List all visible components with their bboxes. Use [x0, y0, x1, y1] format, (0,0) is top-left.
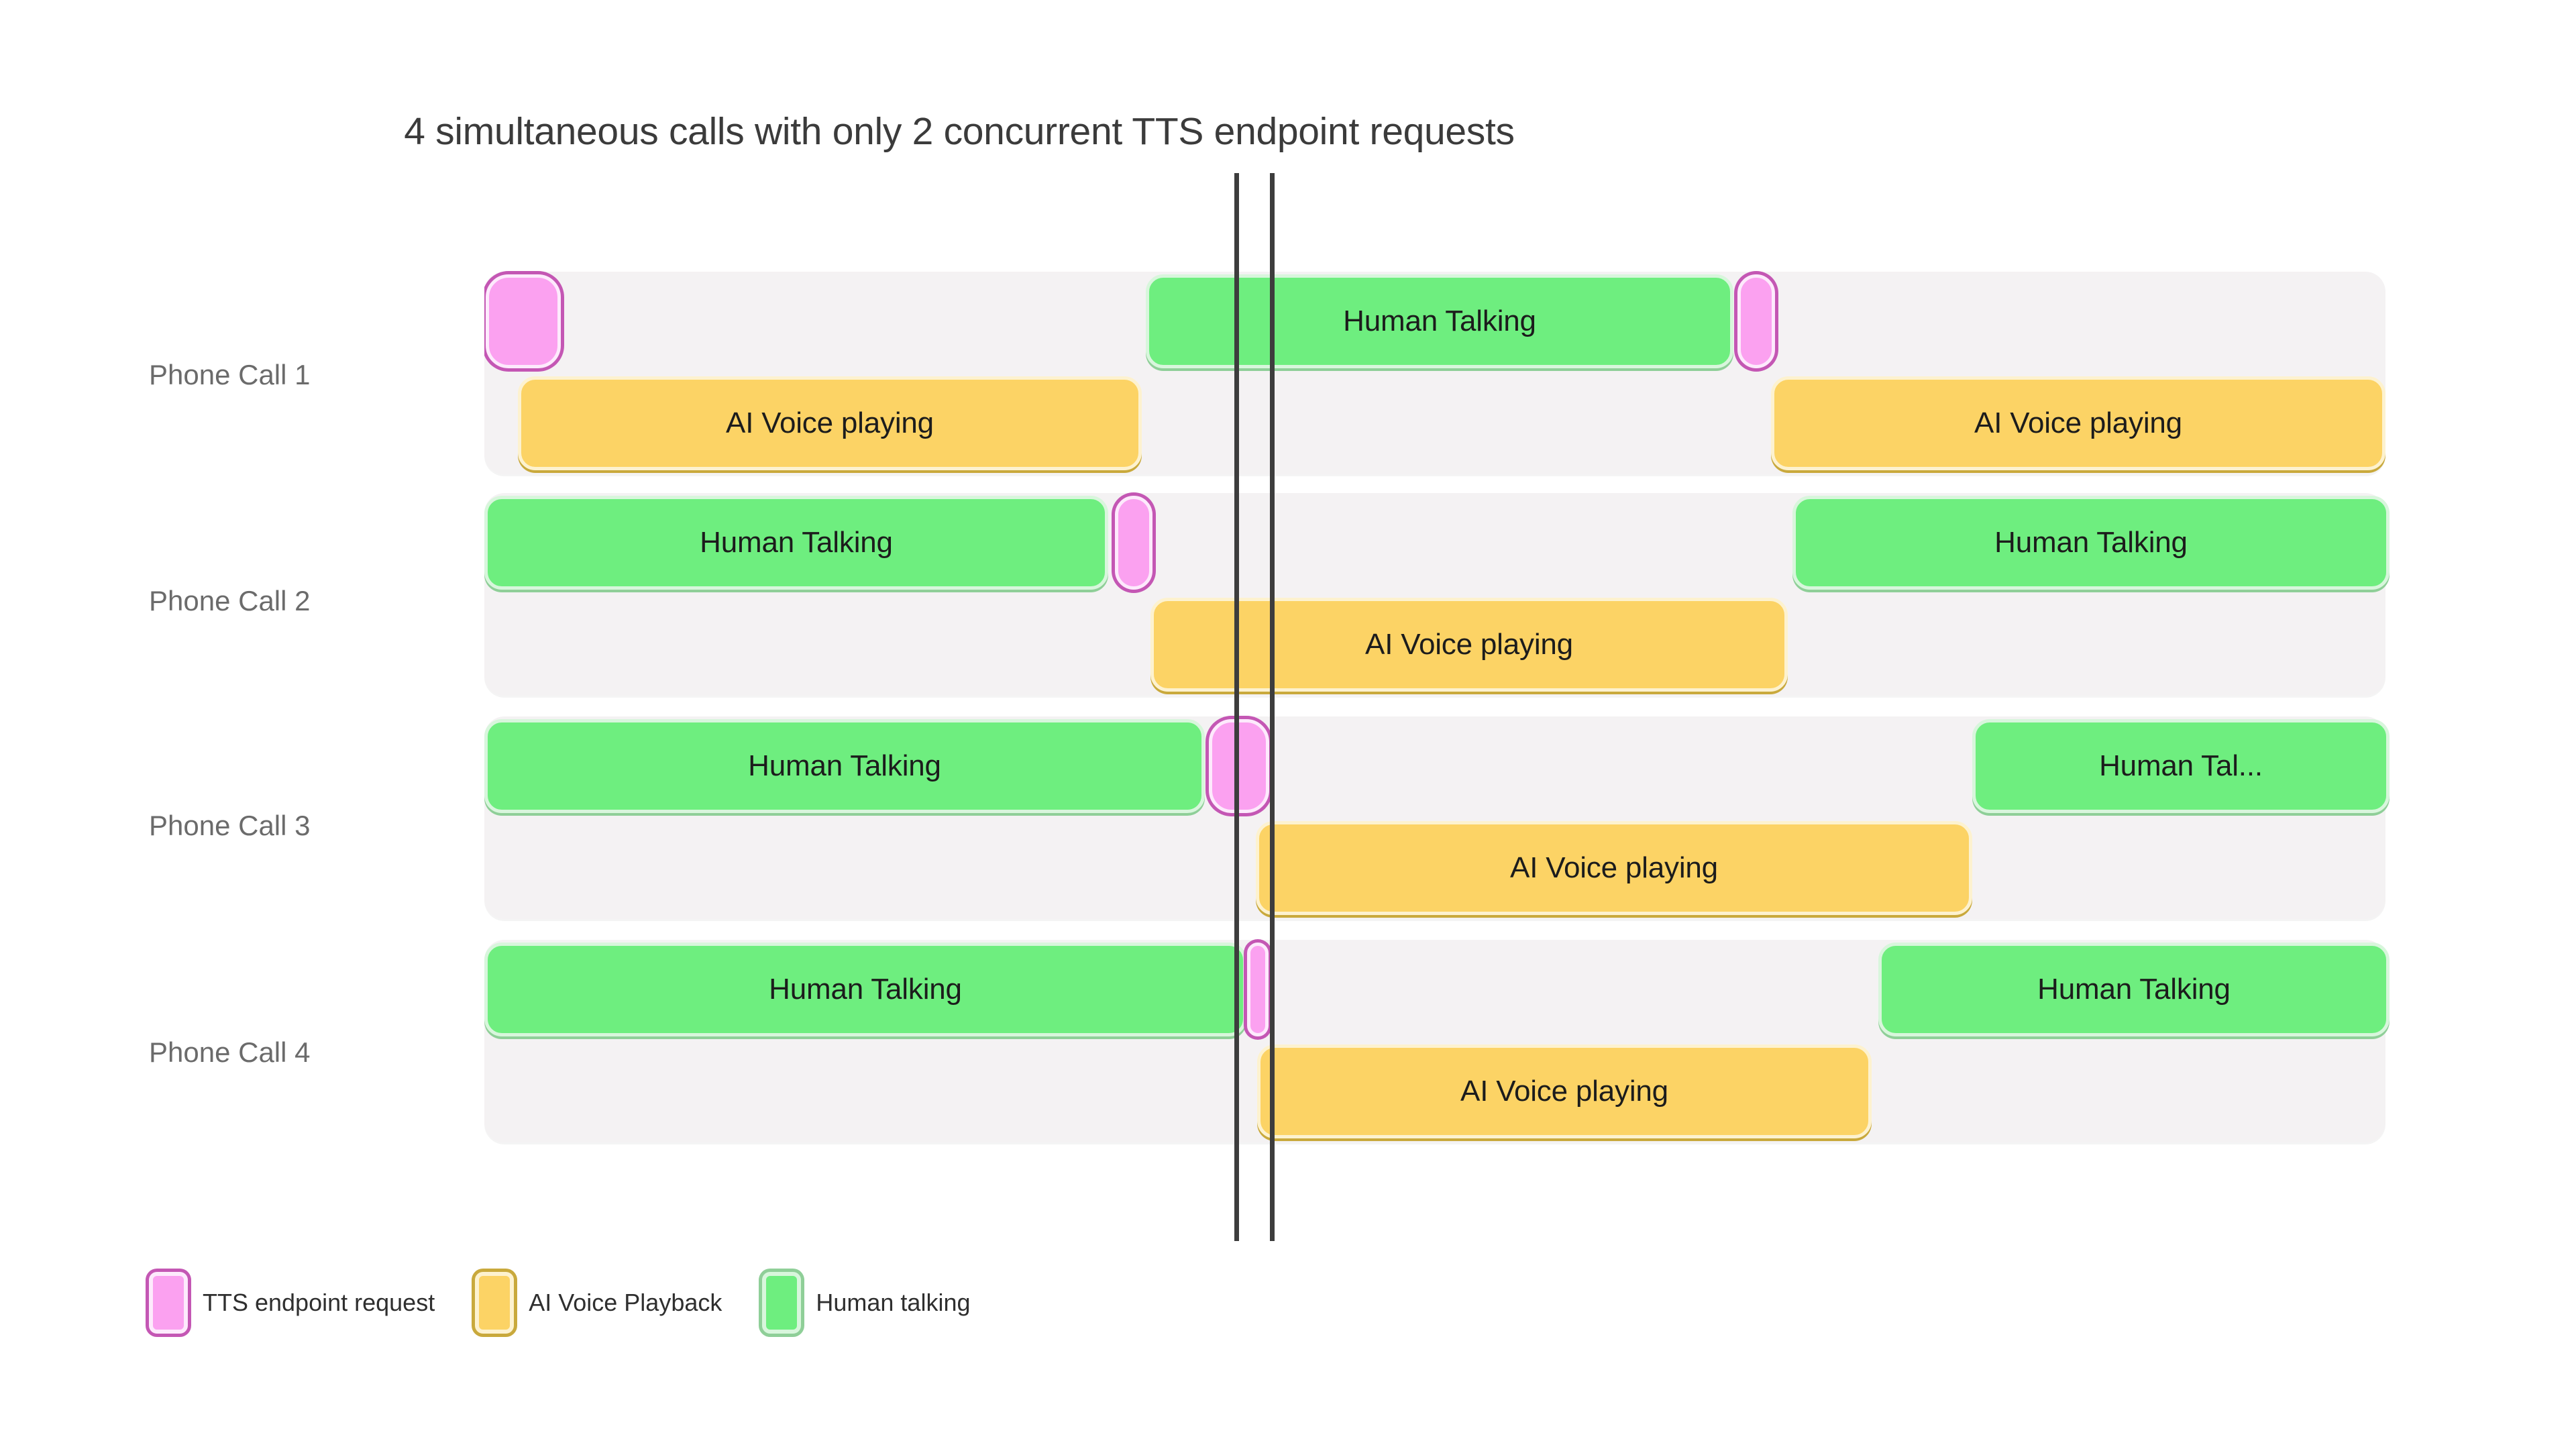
- row-label-phone-call-3: Phone Call 3: [149, 810, 311, 841]
- bar-human-talking-r1a[interactable]: Human Talking: [1146, 274, 1733, 368]
- bar-human-talking-r2a[interactable]: Human Talking: [484, 496, 1108, 590]
- bar-ai-voice-playing-r1a[interactable]: AI Voice playing: [518, 376, 1142, 470]
- bar-human-talking-r3a[interactable]: Human Talking: [484, 719, 1205, 813]
- row-clip-phone-call-1: Human Talking AI Voice playing AI Voice …: [484, 265, 2390, 481]
- row-label-phone-call-1: Phone Call 1: [149, 359, 311, 390]
- tts-swatch-icon: [149, 1272, 188, 1334]
- bar-tts-request-r3a[interactable]: [1209, 719, 1269, 813]
- row-label-phone-call-2: Phone Call 2: [149, 585, 311, 616]
- bar-ai-voice-playing-r4a[interactable]: AI Voice playing: [1257, 1044, 1872, 1138]
- bar-tts-request-r1b[interactable]: [1737, 274, 1775, 368]
- bar-human-talking-r4a[interactable]: Human Talking: [484, 943, 1246, 1036]
- concurrency-marker-line-1: [1234, 173, 1239, 1241]
- legend-item-tts-endpoint-request[interactable]: TTS endpoint request: [149, 1272, 435, 1334]
- bar-tts-request-r2a[interactable]: [1115, 496, 1152, 590]
- row-clip-phone-call-3: Human Talking Human Tal... AI Voice play…: [484, 710, 2390, 926]
- legend-item-human-talking[interactable]: Human talking: [762, 1272, 971, 1334]
- legend-label-human: Human talking: [816, 1289, 971, 1316]
- bar-ai-voice-playing-r1b[interactable]: AI Voice playing: [1771, 376, 2385, 470]
- bar-human-talking-r4b[interactable]: Human Talking: [1878, 943, 2390, 1036]
- ai-voice-swatch-icon: [475, 1272, 515, 1334]
- legend-label-ai-voice: AI Voice Playback: [529, 1289, 722, 1316]
- bar-tts-request-r1a[interactable]: [486, 274, 561, 368]
- legend-label-tts: TTS endpoint request: [203, 1289, 435, 1316]
- legend: TTS endpoint request AI Voice Playback H…: [149, 1272, 1011, 1334]
- legend-item-ai-voice-playback[interactable]: AI Voice Playback: [475, 1272, 722, 1334]
- bar-ai-voice-playing-r2a[interactable]: AI Voice playing: [1150, 598, 1788, 692]
- row-clip-phone-call-2: Human Talking Human Talking AI Voice pla…: [484, 486, 2390, 702]
- concurrency-marker-line-2: [1270, 173, 1275, 1241]
- bar-human-talking-r3b[interactable]: Human Tal...: [1972, 719, 2390, 813]
- row-clip-phone-call-4: Human Talking Human Talking AI Voice pla…: [484, 933, 2390, 1149]
- page-title: 4 simultaneous calls with only 2 concurr…: [404, 110, 1515, 153]
- bar-human-talking-r2b[interactable]: Human Talking: [1792, 496, 2390, 590]
- row-label-phone-call-4: Phone Call 4: [149, 1036, 311, 1068]
- human-talking-swatch-icon: [762, 1272, 802, 1334]
- bar-tts-request-r4a[interactable]: [1247, 943, 1269, 1036]
- bar-ai-voice-playing-r3a[interactable]: AI Voice playing: [1256, 821, 1972, 915]
